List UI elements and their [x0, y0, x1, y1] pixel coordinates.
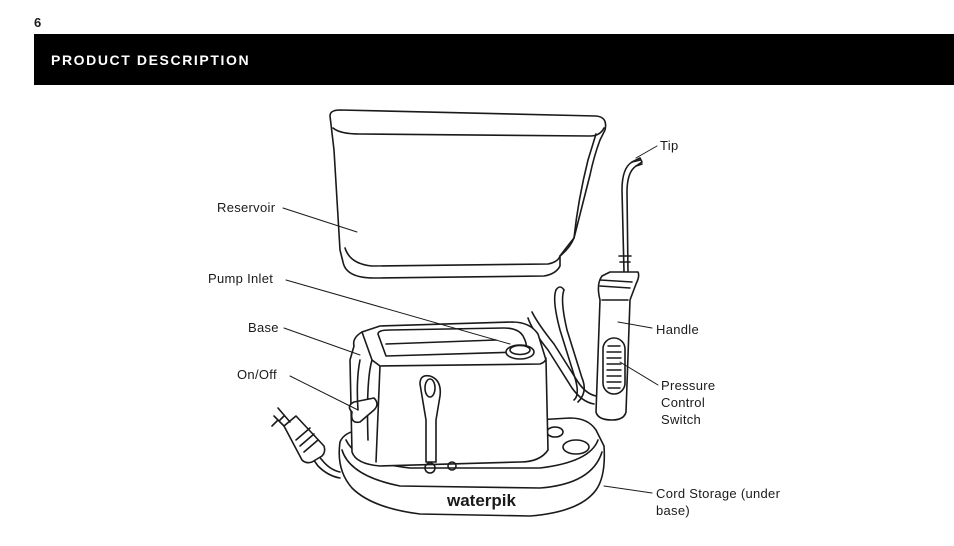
- label-base: Base: [248, 320, 279, 335]
- label-pressure-control-switch: Pressure Control Switch: [661, 377, 715, 428]
- label-tip: Tip: [660, 138, 679, 153]
- label-handle: Handle: [656, 322, 699, 337]
- power-cord-illustration: [271, 407, 341, 479]
- page-number: 6: [34, 15, 42, 30]
- label-pump-inlet: Pump Inlet: [208, 271, 274, 286]
- leader-lines: [282, 145, 659, 494]
- label-pressure-line-1: Pressure: [661, 378, 716, 393]
- label-cord-storage: Cord Storage (under base): [656, 485, 780, 519]
- label-pressure-line-3: Switch: [661, 412, 702, 427]
- label-reservoir: Reservoir: [217, 200, 276, 215]
- waterpik-logo: waterpik: [446, 491, 517, 510]
- label-cord-storage-line-1: Cord Storage (under: [656, 486, 781, 501]
- hose-illustration: [527, 286, 597, 405]
- reservoir-illustration: [329, 109, 607, 279]
- section-header: PRODUCT DESCRIPTION: [34, 34, 954, 85]
- label-pressure-line-2: Control: [661, 395, 706, 410]
- label-cord-storage-line-2: base): [656, 503, 691, 518]
- section-title: PRODUCT DESCRIPTION: [51, 51, 251, 68]
- base-illustration: [338, 321, 606, 517]
- handle-illustration: [595, 157, 643, 421]
- label-on-off: On/Off: [237, 367, 277, 382]
